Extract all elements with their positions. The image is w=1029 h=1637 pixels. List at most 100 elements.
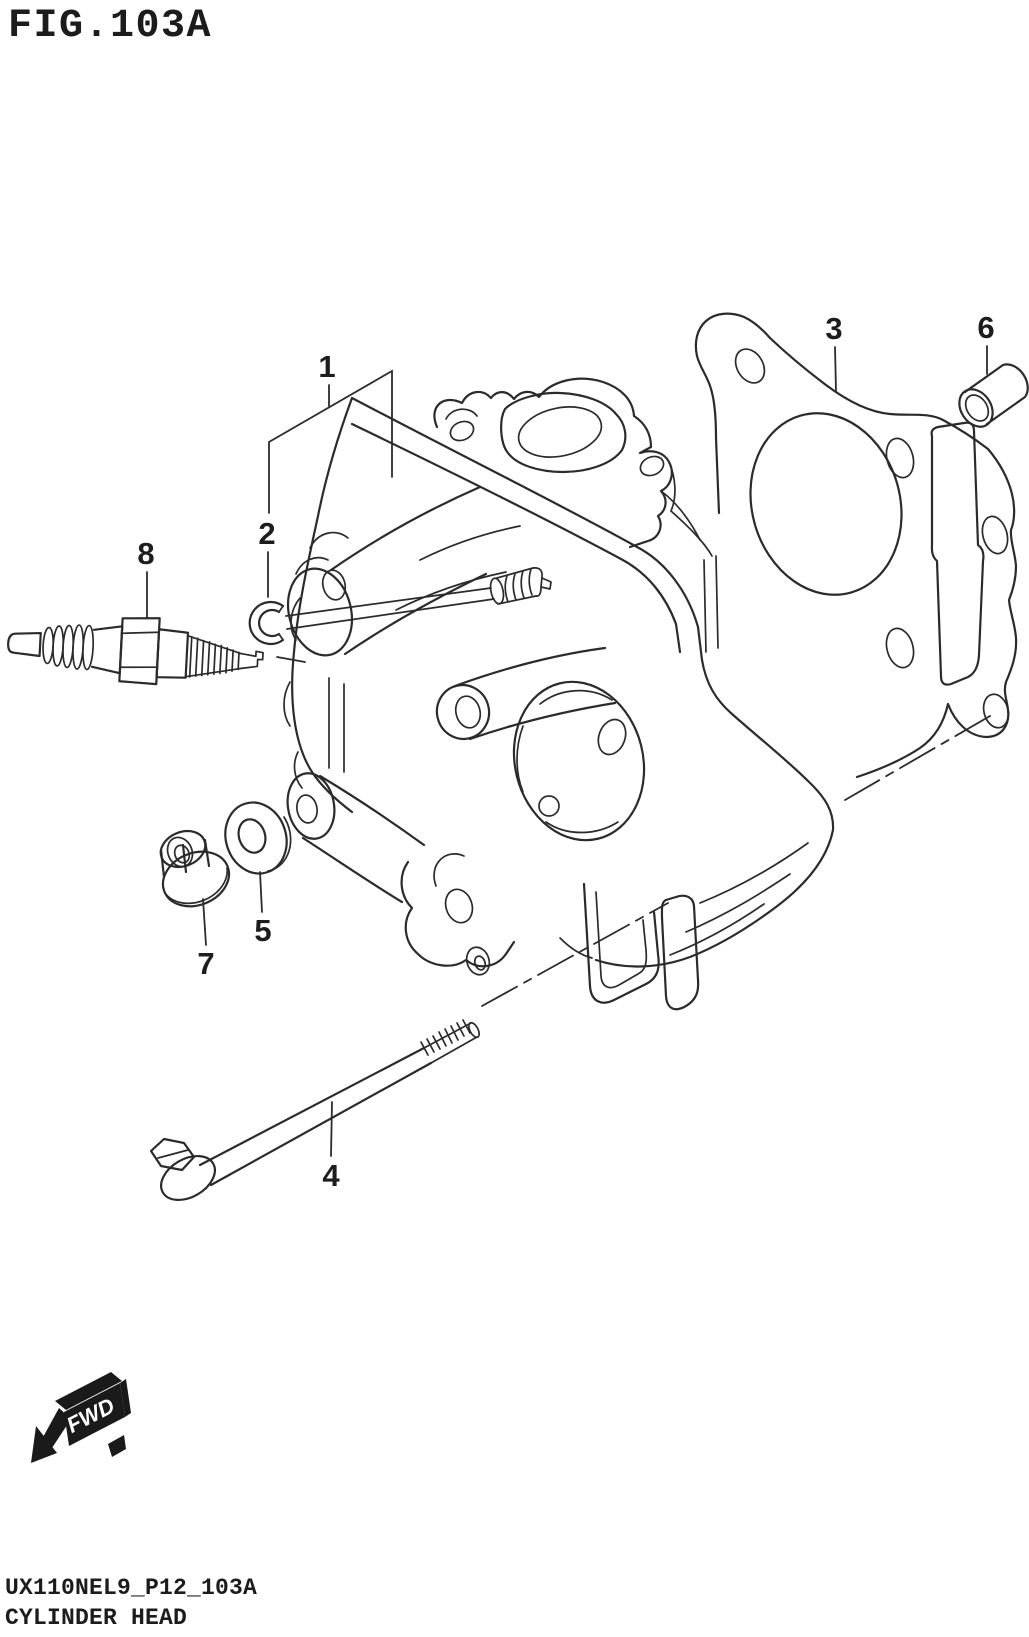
head-surface-line [395, 571, 507, 611]
head-right-curve [670, 510, 713, 557]
head-lug-hole [465, 946, 491, 976]
callout-3-leader [834, 346, 837, 392]
fwd-arrow-shaft [42, 1408, 71, 1448]
valve-recess [597, 718, 627, 756]
head-cover-ear-hole [449, 420, 475, 442]
head-left-bump [309, 531, 349, 549]
gasket-hole [885, 627, 915, 669]
bolt-assembly-axis [481, 902, 669, 1007]
figure-caption: CYLINDER HEAD [5, 1605, 188, 1631]
head-boss-face [286, 567, 354, 657]
valve-seal-detail [489, 567, 552, 605]
chamber-inner-arc [545, 821, 619, 834]
head-fin [685, 873, 791, 933]
head-lug-ear [433, 853, 465, 887]
clip-end [278, 605, 284, 641]
gasket-bore [749, 412, 903, 596]
plug-threads-top [186, 634, 242, 655]
head-left-edge [291, 396, 354, 814]
head-right-curve [660, 490, 701, 541]
callout-7-leader [202, 898, 207, 946]
clip-pointer-lower [286, 598, 495, 630]
bolt-hex-facet [157, 1149, 189, 1159]
plug-rib [42, 626, 55, 665]
head-stud-boss-edge [318, 774, 426, 847]
head-boss-hole [454, 695, 482, 729]
head-lug [400, 860, 516, 968]
part-label-6: 6 [977, 310, 994, 345]
nut-hole [166, 836, 194, 868]
head-boss-edge [329, 485, 482, 572]
head-mating-edge-lower [350, 422, 682, 654]
figure-code: UX110NEL9_P12_103A [5, 1575, 258, 1601]
callout-6: 6 [977, 310, 995, 375]
part-label-3: 3 [825, 311, 842, 346]
chamber-inner-arc [516, 725, 524, 793]
callout-5: 5 [254, 871, 272, 948]
nut-top-face [159, 829, 207, 869]
part-label-4: 4 [322, 1158, 340, 1193]
gasket-outline [694, 312, 1018, 779]
head-left-lobe [283, 681, 291, 727]
head-stud-boss-face [286, 772, 336, 840]
nut-flange-thickness [164, 867, 229, 905]
head-port-ring [500, 391, 627, 474]
bolt-flange [160, 1154, 216, 1202]
part-label-1: 1 [318, 349, 335, 384]
clip-pointer-upper [285, 587, 492, 617]
fwd-arrowhead-icon [31, 1426, 57, 1463]
bolt-thread-ticks [420, 1019, 471, 1056]
fwd-banner-side [120, 1379, 131, 1417]
head-left-bump [295, 556, 329, 575]
washer-drawing [224, 801, 292, 875]
head-port-bore [517, 406, 603, 458]
head-lug-hole-inner [473, 955, 487, 971]
gasket-hole [982, 693, 1010, 729]
head-left-lobe [290, 597, 301, 641]
callout-1-bracket [268, 369, 393, 514]
flange-bolt-drawing [149, 902, 669, 1202]
callout-7: 7 [197, 898, 215, 981]
fwd-banner-bevel [55, 1372, 122, 1410]
head-boss-edge [343, 572, 488, 656]
gasket-slot [930, 421, 985, 686]
gasket-drawing [694, 312, 1018, 801]
callout-4: 4 [322, 1101, 340, 1193]
plug-threads-bottom [184, 667, 242, 678]
head-mating-edge-upper [350, 396, 704, 662]
part-label-5: 5 [254, 913, 271, 948]
washer-hole [237, 818, 267, 854]
part-label-2: 2 [258, 516, 275, 551]
cylinder-head-drawing [283, 377, 835, 1011]
head-right-channel [715, 555, 719, 649]
part-label-8: 8 [137, 536, 154, 571]
callout-4-leader [330, 1101, 333, 1157]
figure-footer: UX110NEL9_P12_103A CYLINDER HEAD [5, 1573, 257, 1633]
gasket-hole [981, 515, 1009, 555]
head-boss-edge [453, 646, 607, 688]
gasket-hole [734, 348, 766, 384]
plug-hex-facet [119, 631, 160, 669]
washer-thickness [267, 816, 292, 872]
head-cover-ear-hole [639, 455, 665, 477]
spark-plug-drawing [7, 617, 264, 686]
part-label-7: 7 [197, 946, 214, 981]
dowel-body [963, 363, 1029, 426]
dowel-pin-drawing [958, 363, 1029, 428]
figure-title: FIG.103A [8, 4, 213, 49]
head-ear-block-edge [668, 461, 676, 512]
plug-insulator [90, 625, 124, 675]
clip-inner [258, 608, 281, 638]
head-lug-hole [444, 888, 474, 924]
gasket-assembly-axis [844, 715, 991, 801]
bolt-tip [467, 1021, 481, 1039]
head-right-channel [703, 559, 707, 653]
bolt-shaft [198, 1046, 426, 1167]
combustion-chamber [512, 680, 646, 842]
head-fin [669, 903, 765, 956]
callout-5-leader [259, 871, 263, 913]
nut-flange [161, 850, 231, 908]
head-surface-line [419, 525, 521, 561]
